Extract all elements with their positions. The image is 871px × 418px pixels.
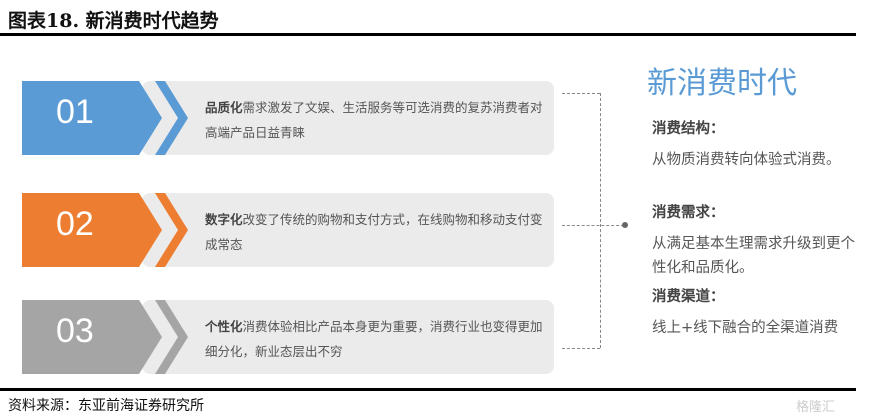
connector-1 xyxy=(562,93,600,94)
step-description: 改变了传统的购物和支付方式，在线购物和移动支付变成常态 xyxy=(205,212,543,252)
step-text: 数字化改变了传统的购物和支付方式，在线购物和移动支付变成常态 xyxy=(205,207,550,257)
side-label-channel: 消费渠道： xyxy=(652,289,725,305)
step-box xyxy=(142,300,554,374)
step-number: 02 xyxy=(56,205,94,243)
chevron-arrow-icon xyxy=(22,300,188,374)
step-box xyxy=(142,81,554,155)
step-number: 03 xyxy=(56,312,94,350)
step-number: 01 xyxy=(56,93,94,131)
side-text-channel: 线上+线下融合的全渠道消费 xyxy=(652,320,839,336)
connector-3 xyxy=(562,348,600,349)
connector-2 xyxy=(562,225,624,226)
side-text-structure: 从物质消费转向体验式消费。 xyxy=(652,152,841,168)
step-text: 品质化需求激发了文娱、生活服务等可选消费的复苏消费者对高端产品日益青睐 xyxy=(205,95,550,145)
connector-vertical xyxy=(600,93,601,348)
side-text-demand: 从满足基本生理需求升级到更个性化和品质化。 xyxy=(652,236,855,276)
bottom-divider xyxy=(0,388,856,391)
step-keyword: 数字化 xyxy=(205,212,243,227)
side-heading: 新消费时代 xyxy=(647,66,797,101)
watermark: 格隆汇 xyxy=(796,400,836,415)
chevron-arrow-icon xyxy=(22,193,188,267)
chevron-arrow-icon xyxy=(22,81,188,155)
step-row: 03 个性化消费体验相比产品本身更为重要，消费行业也变得更加细分化，新业态层出不… xyxy=(22,300,554,374)
figure-title: 图表18. 新消费时代趋势 xyxy=(8,10,219,32)
step-row: 02 数字化改变了传统的购物和支付方式，在线购物和移动支付变成常态 xyxy=(22,193,554,267)
side-label-demand: 消费需求： xyxy=(652,205,725,221)
step-text: 个性化消费体验相比产品本身更为重要，消费行业也变得更加细分化，新业态层出不穷 xyxy=(205,314,550,364)
top-divider xyxy=(0,33,856,36)
connector-dot xyxy=(622,222,628,228)
step-box xyxy=(142,193,554,267)
step-description: 消费体验相比产品本身更为重要，消费行业也变得更加细分化，新业态层出不穷 xyxy=(205,319,543,359)
side-label-structure: 消费结构： xyxy=(652,121,725,137)
step-row: 01 品质化需求激发了文娱、生活服务等可选消费的复苏消费者对高端产品日益青睐 xyxy=(22,81,554,155)
source-note: 资料来源：东亚前海证券研究所 xyxy=(8,398,204,414)
step-description: 需求激发了文娱、生活服务等可选消费的复苏消费者对高端产品日益青睐 xyxy=(205,100,543,140)
step-keyword: 个性化 xyxy=(205,319,243,334)
step-keyword: 品质化 xyxy=(205,100,243,115)
